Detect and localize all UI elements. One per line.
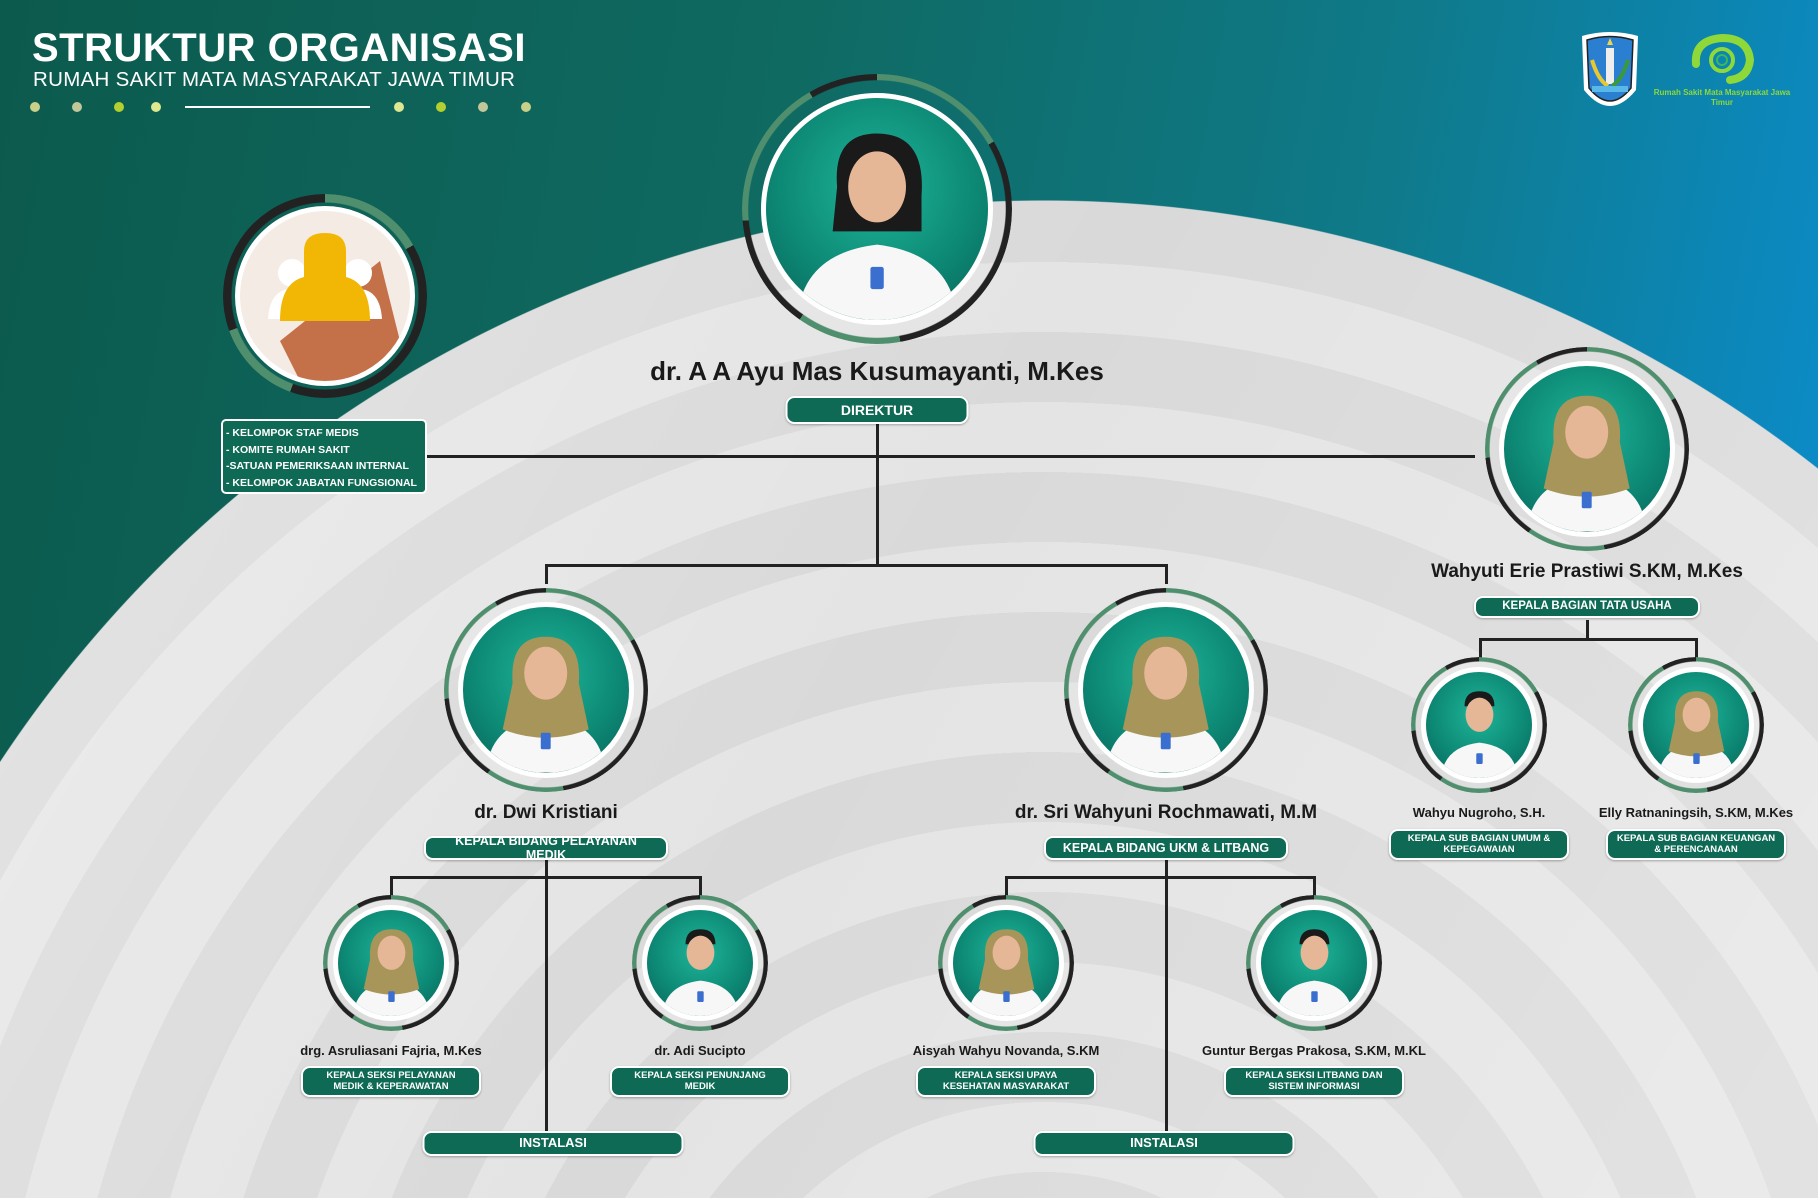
person-photo (1499, 361, 1675, 537)
person-photo (458, 602, 634, 778)
position-badge: KEPALA SEKSI UPAYA KESEHATAN MASYARAKAT (916, 1066, 1096, 1097)
decor-dot (114, 102, 124, 112)
person-name: Elly Ratnaningsih, S.KM, M.Kes (1598, 805, 1794, 820)
connector-line (1165, 860, 1168, 1132)
person-figure-icon (796, 133, 957, 321)
connector-line (1479, 638, 1482, 660)
connector-line (390, 876, 702, 879)
decor-dot (521, 102, 531, 112)
decor-dot (478, 102, 488, 112)
connector-line (1005, 876, 1008, 896)
connector-line (876, 424, 879, 565)
connector-line (1165, 564, 1168, 584)
position-badge: DIREKTUR (785, 396, 969, 424)
staff-units-box: - KELOMPOK STAF MEDIS - KOMITE RUMAH SAK… (221, 419, 427, 494)
instalasi-badge: INSTALASI (1033, 1131, 1295, 1156)
position-badge: KEPALA BAGIAN TATA USAHA (1474, 596, 1700, 618)
decor-line (185, 106, 370, 108)
decor-dot (30, 102, 40, 112)
staff-group-node (223, 194, 427, 398)
person-photo (760, 92, 994, 326)
position-badge: KEPALA SUB BAGIAN UMUM & KEPEGAWAIAN (1389, 829, 1569, 860)
person-figure-icon (1440, 690, 1518, 779)
connector-line (545, 860, 548, 1132)
person-name: Aisyah Wahyu Novanda, S.KM (912, 1043, 1100, 1058)
person-photo (947, 904, 1065, 1022)
page-title: STRUKTUR ORGANISASI (32, 26, 526, 70)
page-subtitle: RUMAH SAKIT MATA MASYARAKAT JAWA TIMUR (33, 68, 516, 91)
person-photo (1255, 904, 1373, 1022)
connector-line (390, 876, 393, 896)
decor-dot (151, 102, 161, 112)
instalasi-badge: INSTALASI (422, 1131, 684, 1156)
person-figure-icon (486, 637, 606, 773)
position-badge: KEPALA SUB BAGIAN KEUANGAN & PERENCANAAN (1606, 829, 1786, 860)
person-photo (1078, 602, 1254, 778)
position-badge: KEPALA BIDANG PELAYANAN MEDIK (424, 834, 668, 862)
person-figure-icon (352, 928, 430, 1017)
group-icon (235, 206, 415, 386)
person-photo (1637, 666, 1755, 784)
staff-unit-item: - KOMITE RUMAH SAKIT (226, 443, 350, 456)
connector-line (699, 876, 702, 896)
person-name: dr. Adi Sucipto (654, 1043, 746, 1058)
decor-dot (72, 102, 82, 112)
person-photo (332, 904, 450, 1022)
person-name: dr. Dwi Kristiani (474, 802, 618, 823)
person-name: drg. Asruliasani Fajria, M.Kes (300, 1043, 482, 1058)
connector-line (1313, 876, 1316, 896)
position-badge: KEPALA BIDANG UKM & LITBANG (1044, 836, 1288, 860)
hospital-logo-text: Rumah Sakit Mata Masyarakat Jawa Timur (1653, 88, 1791, 107)
connector-line (1586, 620, 1589, 639)
person-name: Guntur Bergas Prakosa, S.KM, M.KL (1202, 1043, 1426, 1058)
hospital-eye-logo (1691, 34, 1755, 84)
person-name: Wahyuti Erie Prastiwi S.KM, M.Kes (1431, 561, 1743, 582)
person-figure-icon (1275, 928, 1353, 1017)
connector-line (1479, 638, 1698, 641)
person-photo (1420, 666, 1538, 784)
connector-line (1005, 876, 1316, 879)
person-figure-icon (1657, 690, 1735, 779)
person-photo (641, 904, 759, 1022)
person-name: dr. Sri Wahyuni Rochmawati, M.M (1014, 802, 1318, 823)
position-badge: KEPALA SEKSI LITBANG DAN SISTEM INFORMAS… (1224, 1066, 1404, 1097)
person-figure-icon (1106, 637, 1226, 773)
decor-dot (394, 102, 404, 112)
person-figure-icon (1527, 396, 1647, 532)
person-figure-icon (967, 928, 1045, 1017)
person-name: Wahyu Nugroho, S.H. (1412, 805, 1546, 820)
position-badge: KEPALA SEKSI PELAYANAN MEDIK & KEPERAWAT… (301, 1066, 481, 1097)
staff-unit-item: - KELOMPOK JABATAN FUNGSIONAL (226, 476, 417, 489)
connector-line (427, 455, 1475, 458)
connector-line (545, 564, 548, 584)
staff-unit-item: - KELOMPOK STAF MEDIS (226, 427, 359, 439)
staff-unit-item: -SATUAN PEMERIKSAAN INTERNAL (226, 460, 409, 472)
position-badge: KEPALA SEKSI PENUNJANG MEDIK (610, 1066, 790, 1097)
connector-line (545, 564, 1168, 567)
person-name: dr. A A Ayu Mas Kusumayanti, M.Kes (650, 356, 1104, 386)
person-figure-icon (661, 928, 739, 1017)
connector-line (1695, 638, 1698, 660)
decor-dot (436, 102, 446, 112)
province-crest-logo (1582, 32, 1638, 106)
